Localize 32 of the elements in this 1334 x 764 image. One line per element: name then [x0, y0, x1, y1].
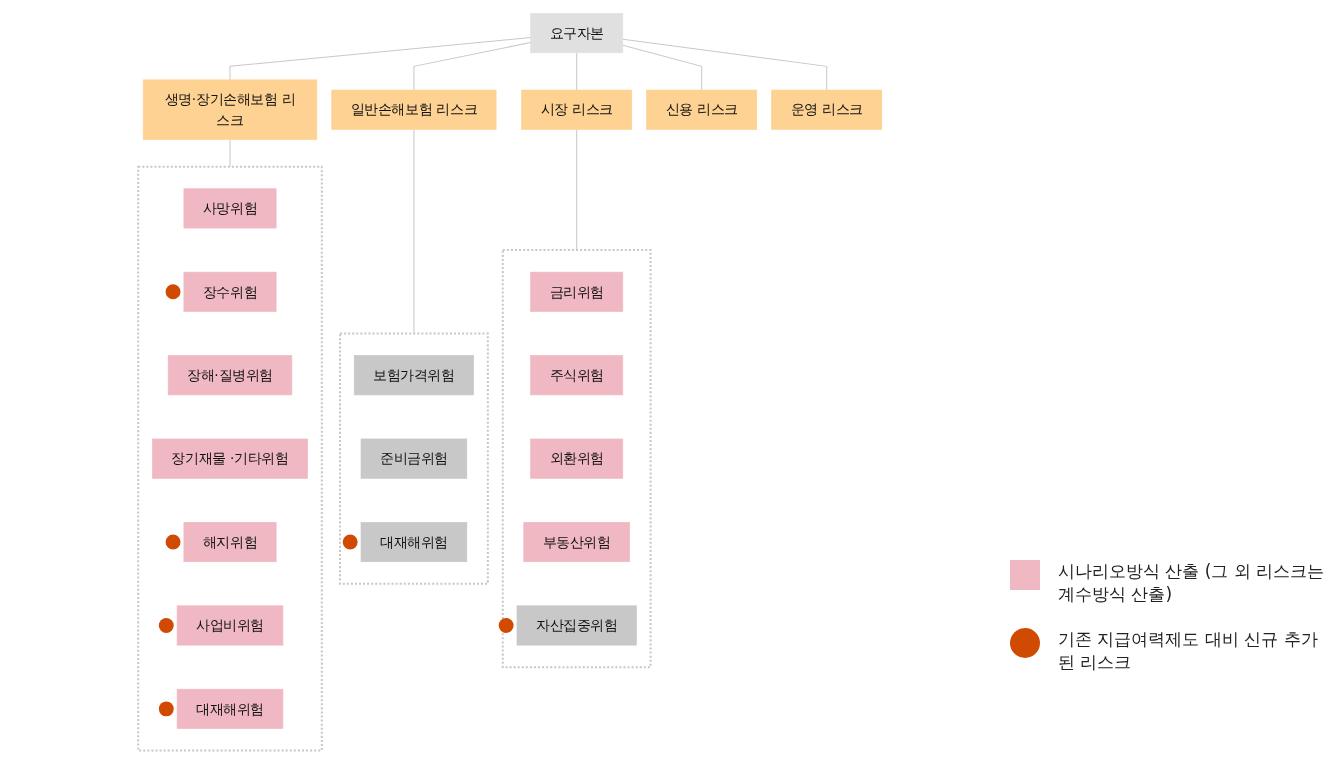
- node-box: 장해·질병위험: [167, 355, 293, 396]
- node-box: 장수위험: [183, 271, 277, 312]
- legend-text: 기존 지급여력제도 대비 신규 추가된 리스크: [1058, 628, 1319, 674]
- node-box: 자산집중위험: [516, 605, 637, 646]
- cluster: [137, 165, 323, 752]
- legend-text: 시나리오방식 산출 (그 외 리스크는 계수방식 산출): [1058, 560, 1326, 606]
- connector: [413, 128, 415, 334]
- connector: [229, 37, 532, 81]
- node-box: 생명·장기손해보험 리스크: [142, 79, 318, 140]
- node-box: 대재해위험: [360, 522, 468, 563]
- connector: [576, 52, 578, 91]
- connector: [576, 128, 578, 251]
- node-box: 해지위험: [183, 522, 277, 563]
- node-box: 보험가격위험: [353, 355, 474, 396]
- node-box: 대재해위험: [176, 688, 284, 729]
- node-box: 준비금위험: [360, 438, 468, 479]
- node-box: 부동산위험: [523, 522, 630, 563]
- node-box: 외환위험: [530, 438, 624, 479]
- node-box: 일반손해보험 리스크: [331, 89, 497, 130]
- node-box: 금리위험: [530, 271, 624, 312]
- connector: [413, 42, 532, 91]
- node-box: 신용 리스크: [646, 89, 758, 130]
- node-box: 요구자본: [530, 13, 624, 54]
- node-box: 사업비위험: [176, 605, 284, 646]
- connector: [622, 44, 703, 91]
- node-box: 시장 리스크: [521, 89, 633, 130]
- node-box: 사망위험: [183, 188, 277, 229]
- connector: [622, 38, 828, 91]
- cluster: [501, 249, 652, 669]
- node-box: 장기재물 ·기타위험: [152, 438, 308, 479]
- node-box: 운영 리스크: [771, 89, 883, 130]
- node-box: 주식위험: [530, 355, 624, 396]
